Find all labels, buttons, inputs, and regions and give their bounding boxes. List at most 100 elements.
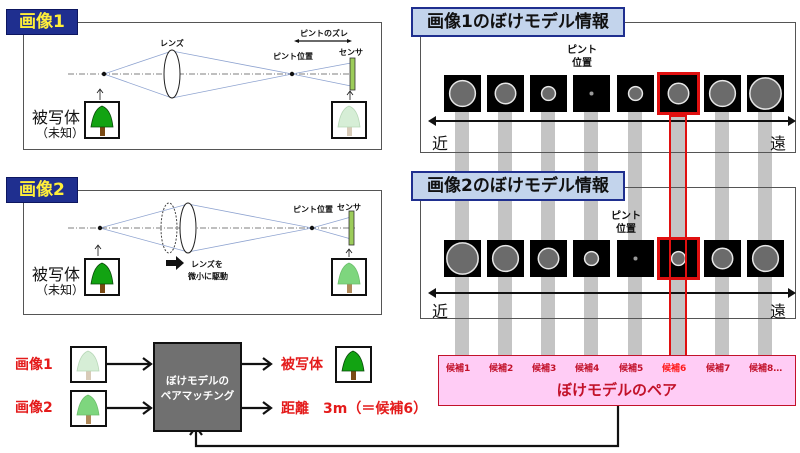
- ray-upper: [103, 50, 352, 75]
- blur-circle: [583, 250, 599, 267]
- lens-original-icon: [160, 202, 178, 254]
- blur-thumbnail-in-focus: [572, 75, 610, 112]
- subject-sub-label: （未知）: [36, 283, 85, 297]
- image2-tag: 画像2: [6, 177, 78, 203]
- image2-optics-diagram: [68, 202, 355, 270]
- blur-circle: [448, 79, 476, 108]
- image1-optics-diagram: [68, 39, 356, 100]
- output-distance-label: 距離 3m（＝候補6）: [281, 401, 428, 417]
- blur-thumbnail-in-focus: [616, 240, 654, 277]
- tree-icon: [341, 350, 365, 380]
- sensor-icon: [348, 210, 355, 246]
- image1-panel: [23, 22, 382, 150]
- blur-thumbnail: [746, 75, 784, 112]
- sensor-blurred-tree-thumbnail: [331, 101, 367, 139]
- blur-thumbnail: [443, 75, 481, 112]
- blur-thumbnail: [703, 75, 741, 112]
- blur-thumbnail: [443, 240, 481, 277]
- candidate-label: 候補2: [489, 364, 514, 374]
- output-subject-thumbnail: [335, 346, 372, 383]
- blur-circle: [445, 242, 479, 275]
- subject-point: [101, 71, 107, 77]
- focus-position-label: ピント位置: [273, 52, 313, 61]
- input-image2-label: 画像2: [15, 400, 53, 416]
- pairs-title: ぼけモデルのペア: [556, 381, 677, 399]
- near-label-2: 近: [432, 302, 449, 321]
- candidate-bar: [758, 112, 772, 358]
- blur-circle: [708, 79, 736, 108]
- blur-model2-title: 画像2のぼけモデル情報: [411, 171, 625, 201]
- candidate-label: 候補5: [619, 364, 644, 374]
- blur-circle: [627, 85, 643, 102]
- ray-lower: [103, 73, 352, 99]
- feedback-line: [194, 404, 620, 448]
- blur-circle: [711, 247, 733, 270]
- drive-arrow-icon: [166, 256, 184, 270]
- blur-circle: [751, 244, 779, 273]
- subject-point: [97, 225, 103, 231]
- subject-sub-label: （未知）: [36, 126, 85, 140]
- near-far-axis-2: [428, 288, 796, 298]
- blurred-tree-icon: [76, 394, 100, 424]
- output-subject-label: 被写体: [281, 357, 323, 373]
- subject-label: 被写体: [32, 265, 81, 284]
- blur-circle: [491, 244, 519, 273]
- blurred-tree-icon: [337, 105, 361, 136]
- blur-model1-title: 画像1のぼけモデル情報: [411, 7, 625, 37]
- lens-label: レンズ: [160, 39, 184, 48]
- sensor-label: センサ: [339, 48, 363, 57]
- blur-circle: [494, 82, 516, 105]
- focus-label-line2: 位置: [616, 224, 636, 235]
- lens-drive-label-line2: 微小に駆動: [188, 272, 228, 281]
- lens-icon: [163, 49, 181, 99]
- candidate-label: 候補1: [446, 364, 471, 374]
- tree-icon: [90, 262, 114, 293]
- ray-upper: [99, 203, 352, 229]
- blur-circle: [748, 77, 782, 110]
- input-image2-thumbnail: [70, 390, 107, 427]
- input-image1-thumbnail: [70, 346, 107, 383]
- candidate-bar: [628, 112, 642, 358]
- blur-thumbnail: [703, 240, 741, 277]
- candidate-bar: [671, 112, 685, 358]
- blurred-tree-icon: [76, 350, 100, 380]
- focus-offset-label: ピントのズレ: [300, 29, 348, 38]
- blur-circle: [589, 91, 593, 96]
- blur-circle: [633, 256, 637, 261]
- blur-circle: [537, 247, 559, 270]
- blur-circle: [540, 85, 556, 102]
- pair-matching-box: ぼけモデルの ペアマッチング: [153, 342, 242, 432]
- image2-panel: [23, 190, 382, 315]
- blur-thumbnail: [656, 72, 700, 115]
- sensor-blurred-tree-thumbnail: [331, 258, 367, 296]
- lens-drive-label-line1: レンズを: [191, 260, 223, 269]
- input-image1-label: 画像1: [15, 357, 53, 373]
- pair-matching-line1: ぼけモデルの: [166, 375, 229, 387]
- pair-matching-line2: ペアマッチング: [160, 390, 235, 402]
- focus-label-line2: 位置: [572, 58, 592, 69]
- blur-circle: [670, 250, 686, 267]
- candidate-label: 候補7: [706, 364, 731, 374]
- near-label-1: 近: [432, 134, 449, 153]
- far-label-1: 遠: [770, 134, 787, 153]
- candidate-label: 候補6: [662, 364, 687, 374]
- blur-thumbnail: [529, 75, 567, 112]
- tree-icon: [90, 105, 114, 136]
- blur-thumbnail: [572, 240, 610, 277]
- blur-thumbnail: [656, 237, 700, 280]
- subject-label: 被写体: [32, 108, 81, 127]
- lens-moved-icon: [179, 202, 197, 254]
- blur-model1-focus-label: ピント 位置: [567, 44, 597, 70]
- focus-point: [289, 71, 295, 77]
- blur-circle: [667, 82, 689, 105]
- sensor-icon: [349, 57, 356, 91]
- image1-tag: 画像1: [6, 9, 78, 35]
- focus-point: [309, 225, 315, 231]
- ray-lower: [99, 227, 352, 253]
- focus-label-line1: ピント: [611, 211, 641, 222]
- focus-label-line1: ピント: [567, 45, 597, 56]
- blur-thumbnail: [746, 240, 784, 277]
- blur-model2-focus-label: ピント 位置: [611, 210, 641, 236]
- candidate-bar: [715, 112, 729, 358]
